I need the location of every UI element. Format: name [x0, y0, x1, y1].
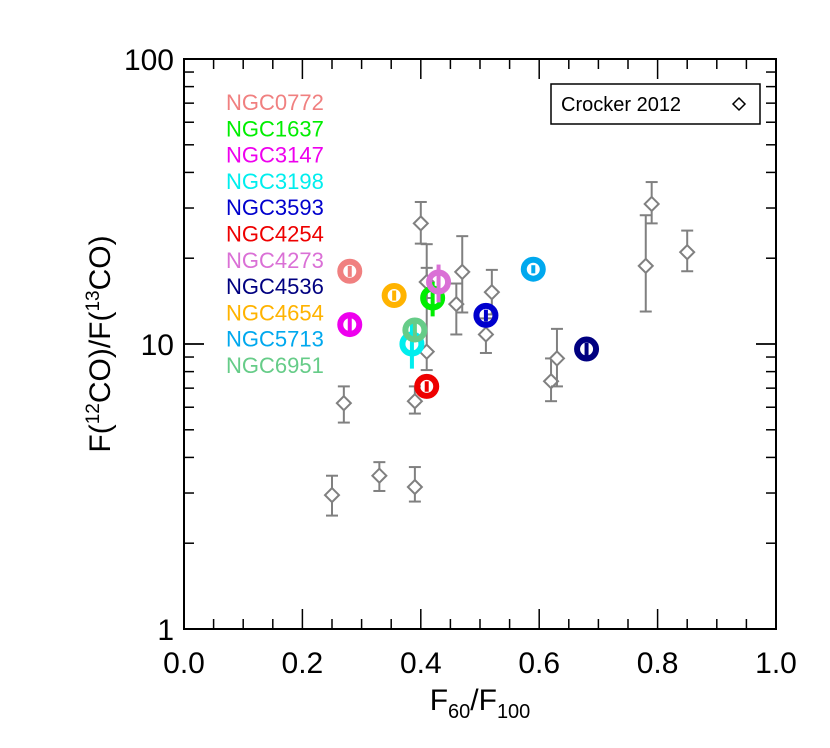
diamond-marker — [643, 195, 661, 213]
circle-marker — [520, 256, 546, 282]
x-tick-label: 1.0 — [755, 647, 797, 680]
diamond-marker — [542, 372, 560, 390]
x-tick-label: 0.6 — [518, 647, 560, 680]
axis-ticks — [183, 58, 777, 630]
diamond-marker — [323, 486, 341, 504]
point-ngc5713 — [520, 256, 546, 282]
point-ngc3593 — [473, 302, 499, 328]
diamond-marker — [637, 257, 655, 275]
crocker-point — [643, 181, 661, 225]
diamond-marker — [447, 295, 465, 313]
legend-entry: NGC0772 — [226, 90, 324, 115]
y-tick-label: 100 — [124, 44, 174, 77]
diamond-marker — [335, 394, 353, 412]
y-tick-labels: 1 10 100 — [124, 44, 174, 647]
crocker-legend-label: Crocker 2012 — [561, 94, 681, 116]
diamond-marker — [477, 326, 495, 343]
circle-marker — [473, 302, 499, 328]
crocker-point — [447, 282, 465, 336]
circle-marker — [414, 373, 440, 399]
legend-entry: NGC6951 — [226, 353, 324, 378]
legend-entry: NGC4254 — [226, 222, 324, 247]
diamond-marker — [406, 478, 424, 496]
legend-entry: NGC5713 — [226, 327, 324, 352]
diamond-icon — [731, 96, 747, 112]
x-tick-labels: 0.0 0.2 0.4 0.6 0.8 1.0 — [163, 647, 797, 680]
diamond-marker — [483, 283, 501, 301]
circle-marker — [337, 312, 363, 338]
diamond-marker — [370, 467, 388, 485]
galaxy-legend: NGC0772NGC1637NGC3147NGC3198NGC3593NGC42… — [226, 90, 324, 378]
point-ngc4254 — [414, 373, 440, 399]
y-axis-title: F(12CO)/F(13CO) — [83, 235, 117, 452]
legend-entry: NGC4273 — [226, 248, 324, 273]
circle-marker — [574, 336, 600, 362]
x-tick-label: 0.2 — [282, 647, 324, 680]
galaxy-points — [337, 256, 600, 399]
point-ngc6951 — [402, 317, 428, 343]
x-tick-label: 0.0 — [163, 647, 205, 680]
diamond-marker — [406, 392, 424, 410]
crocker-points — [323, 181, 696, 517]
legend-entry: NGC3147 — [226, 143, 324, 168]
diamond-marker — [412, 214, 430, 232]
diamond-marker — [678, 243, 696, 261]
crocker-point — [453, 235, 471, 314]
crocker-point — [548, 327, 566, 388]
x-axis-title: F60/F100 — [430, 684, 531, 723]
legend-entry: NGC1637 — [226, 116, 324, 141]
legend-entry: NGC4654 — [226, 300, 324, 325]
point-ngc3198 — [399, 323, 425, 369]
circle-marker — [381, 282, 407, 308]
crocker-point — [335, 385, 353, 424]
y-tick-label: 1 — [157, 614, 174, 647]
point-ngc0772 — [337, 258, 363, 284]
point-ngc4273 — [426, 264, 452, 303]
legend-entry: NGC3593 — [226, 195, 324, 220]
x-tick-label: 0.8 — [637, 647, 679, 680]
legend-entry: NGC4536 — [226, 274, 324, 299]
x-tick-label: 0.4 — [400, 647, 442, 680]
crocker-legend-box: Crocker 2012 — [550, 83, 761, 125]
point-ngc4654 — [381, 282, 407, 308]
crocker-point — [323, 474, 341, 517]
point-ngc4536 — [574, 336, 600, 362]
diamond-marker — [453, 263, 471, 281]
crocker-point — [678, 229, 696, 273]
y-tick-label: 10 — [141, 329, 174, 362]
crocker-point — [412, 200, 430, 245]
legend-entry: NGC3198 — [226, 169, 324, 194]
diamond-marker — [548, 350, 566, 367]
point-ngc3147 — [337, 312, 363, 338]
crocker-point — [637, 214, 655, 313]
crocker-point — [406, 466, 424, 503]
circle-marker — [337, 258, 363, 284]
crocker-point — [370, 461, 388, 492]
